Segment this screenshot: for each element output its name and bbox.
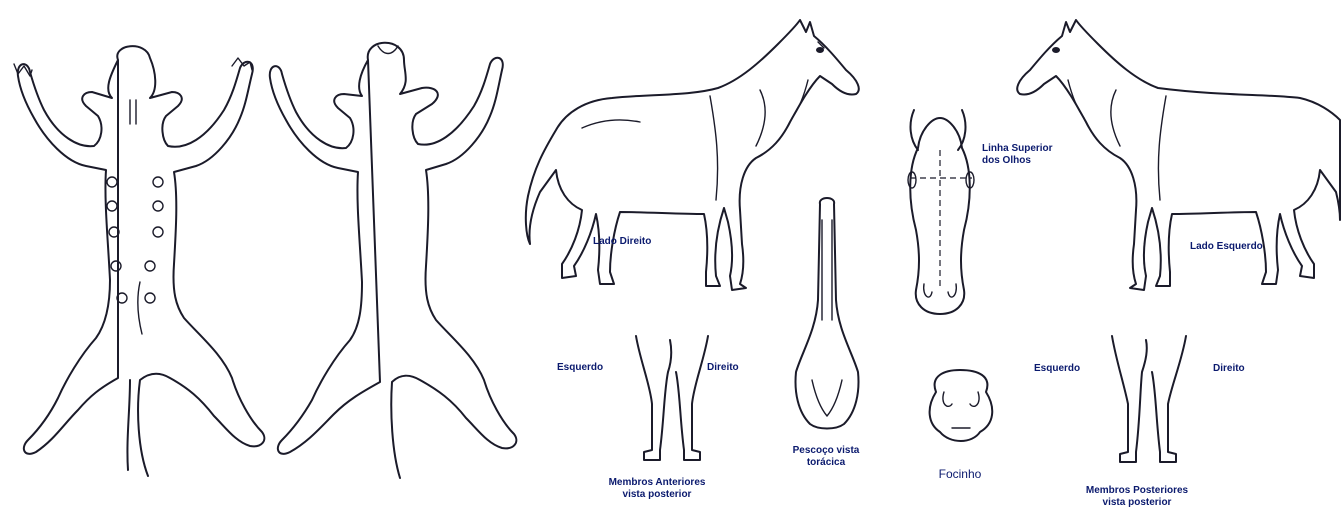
hindlegs-posterior-icon xyxy=(1112,336,1186,462)
label-membros-posteriores: Membros Posteriores vista posterior xyxy=(1072,485,1202,509)
label-lado-direito: Lado Direito xyxy=(593,236,651,248)
horse-right-side-icon xyxy=(526,20,859,290)
label-linha-superior-line2: dos Olhos xyxy=(982,155,1053,167)
horse-muzzle-icon xyxy=(930,370,993,441)
label-linha-superior: Linha Superior dos Olhos xyxy=(982,143,1053,167)
label-membros-anteriores-line2: vista posterior xyxy=(592,489,722,501)
label-posterior-esquerdo: Esquerdo xyxy=(1034,363,1080,375)
label-membros-posteriores-line1: Membros Posteriores xyxy=(1072,485,1202,497)
label-membros-anteriores: Membros Anteriores vista posterior xyxy=(592,477,722,501)
dog-ventral-icon xyxy=(14,46,264,476)
dog-teats xyxy=(107,177,163,303)
label-pescoco-line1: Pescoço vista xyxy=(776,445,876,457)
label-anterior-direito: Direito xyxy=(707,362,739,374)
horse-neck-ventral-icon xyxy=(796,198,859,429)
label-pescoco-line2: torácica xyxy=(776,457,876,469)
horse-left-side-icon xyxy=(1017,20,1340,290)
label-focinho: Focinho xyxy=(920,468,1000,480)
label-lado-esquerdo: Lado Esquerdo xyxy=(1190,241,1263,253)
label-membros-posteriores-line2: vista posterior xyxy=(1072,497,1202,509)
label-posterior-direito: Direito xyxy=(1213,363,1245,375)
forelegs-posterior-icon xyxy=(636,336,708,460)
label-anterior-esquerdo: Esquerdo xyxy=(557,362,603,374)
label-pescoco: Pescoço vista torácica xyxy=(776,445,876,469)
label-linha-superior-line1: Linha Superior xyxy=(982,143,1053,155)
horse-head-front-icon xyxy=(908,110,974,314)
label-membros-anteriores-line1: Membros Anteriores xyxy=(592,477,722,489)
dog-dorsal-icon xyxy=(270,43,517,478)
